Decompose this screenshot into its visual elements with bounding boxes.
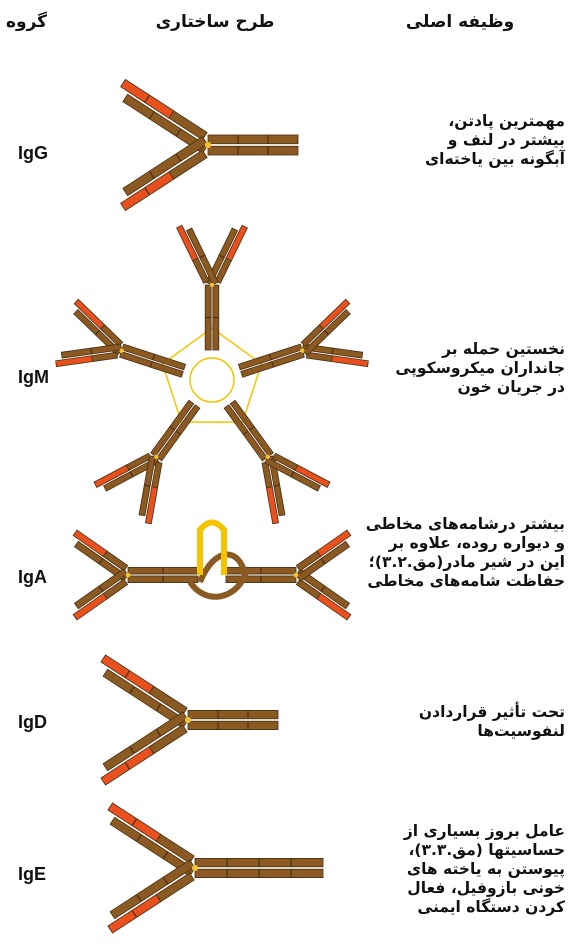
fc-heavy-chain [208, 135, 298, 144]
heavy-chain [110, 860, 194, 919]
domain-separator [91, 348, 92, 354]
fc-heavy-chain [188, 710, 278, 718]
heavy-chain [123, 137, 207, 196]
hinge [185, 717, 191, 723]
hinge [266, 455, 270, 459]
hinge [205, 142, 211, 148]
hinge [192, 865, 198, 871]
j-chain [200, 523, 224, 576]
hinge [294, 573, 299, 578]
domain-separator [332, 348, 333, 354]
light-chain-variable [56, 356, 93, 367]
hinge [120, 349, 124, 353]
light-chain-variable [331, 356, 368, 367]
hinge [300, 349, 304, 353]
fc-heavy-chain [208, 146, 298, 155]
hinge [210, 283, 214, 287]
heavy-chain [103, 712, 187, 771]
fc-heavy-chain [188, 721, 278, 729]
j-chain [190, 358, 234, 402]
hinge [126, 573, 131, 578]
hinge [154, 455, 158, 459]
